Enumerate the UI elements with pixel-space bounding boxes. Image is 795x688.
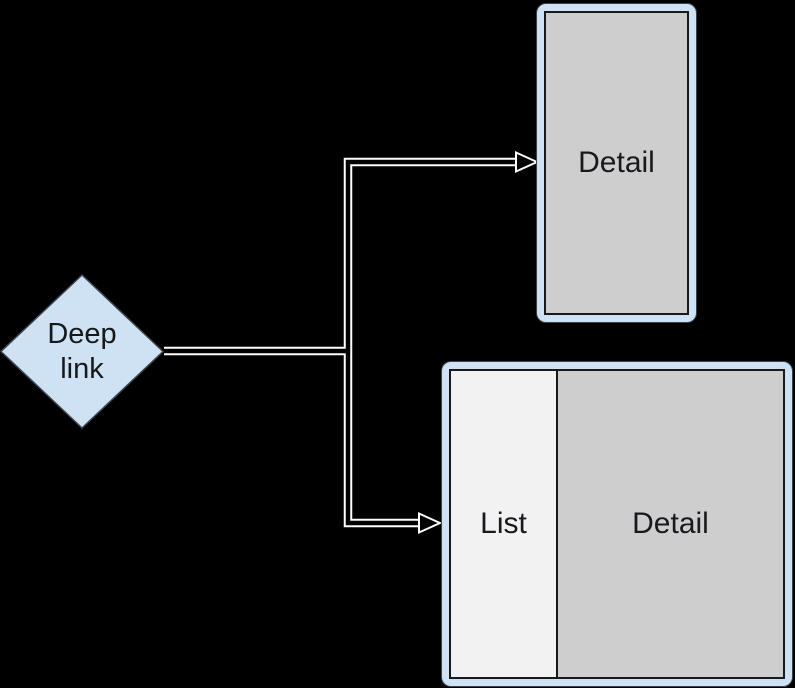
arrowhead-to-detail-icon bbox=[515, 150, 540, 174]
deep-link-node bbox=[0, 273, 165, 430]
detail-pane: Detail bbox=[546, 13, 687, 313]
deep-link-label: Deep link bbox=[47, 318, 117, 385]
detail-screen-frame: Detail bbox=[536, 3, 697, 323]
detail-screen-label: Detail bbox=[578, 146, 655, 179]
list-detail-screen-frame: List Detail bbox=[441, 361, 793, 687]
detail-pane-label: Detail bbox=[632, 507, 709, 540]
connector-fork-line-inner bbox=[345, 159, 518, 526]
list-detail-screen: List Detail bbox=[449, 369, 785, 679]
arrowhead-to-list-detail-icon bbox=[418, 511, 443, 535]
list-pane-label: List bbox=[480, 507, 527, 540]
detail-pane: Detail bbox=[558, 371, 783, 677]
list-pane: List bbox=[451, 371, 558, 677]
detail-screen: Detail bbox=[544, 11, 689, 315]
